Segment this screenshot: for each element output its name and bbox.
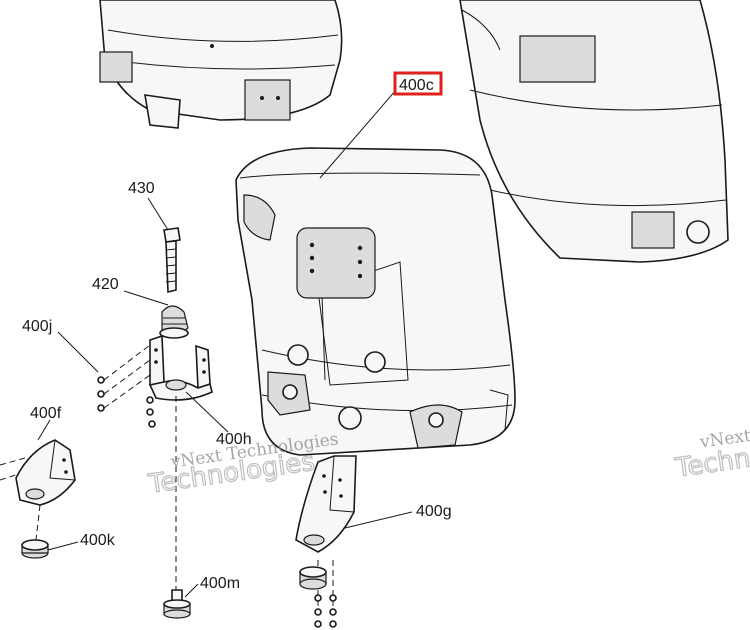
callout-400m: 400m bbox=[200, 575, 240, 592]
rubber-foot-400k bbox=[21, 539, 49, 559]
callout-400j: 400j bbox=[22, 318, 52, 335]
bracket-400f bbox=[15, 439, 76, 506]
mount-400g-lower bbox=[299, 566, 337, 628]
rubber-mount-420 bbox=[159, 305, 189, 339]
cover-part-400c bbox=[235, 147, 516, 456]
bolt-430 bbox=[163, 227, 181, 294]
callout-400h: 400h bbox=[216, 431, 252, 448]
screws-400j bbox=[97, 376, 156, 428]
callout-430: 430 bbox=[128, 180, 155, 197]
upper-housing-right bbox=[459, 0, 729, 263]
upper-housing-left bbox=[99, 0, 343, 129]
callout-400c: 400c bbox=[399, 77, 434, 94]
callout-400f: 400f bbox=[30, 405, 62, 422]
leader-lines bbox=[37, 89, 413, 598]
bracket-400g bbox=[295, 455, 357, 553]
stud-foot-400m bbox=[163, 589, 191, 619]
bracket-400h bbox=[148, 334, 213, 401]
callout-420: 420 bbox=[92, 276, 119, 293]
callout-400g: 400g bbox=[416, 503, 452, 520]
highlight-box bbox=[393, 71, 443, 96]
watermark-right-line2: Techn bbox=[673, 443, 750, 483]
callout-400k: 400k bbox=[80, 532, 116, 549]
